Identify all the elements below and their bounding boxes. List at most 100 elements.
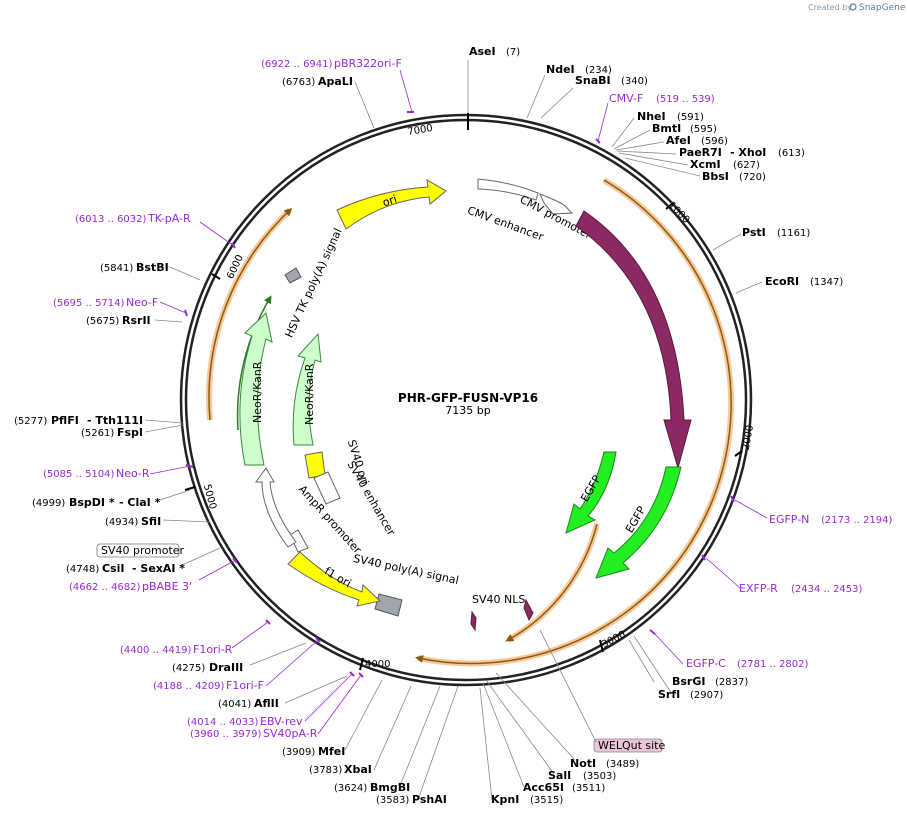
primer-sv40pa-r-pos: (3960 .. 3979) [190, 729, 262, 740]
feature-sv40-polya-label: SV40 poly(A) signal [352, 552, 460, 587]
site-clai[interactable]: - ClaI * [119, 496, 161, 509]
site-bmti[interactable]: BmtI [652, 122, 681, 135]
plasmid-length: 7135 bp [445, 404, 490, 417]
primer-neo-r[interactable]: Neo-R [116, 467, 150, 480]
primer-f1ori-f[interactable]: F1ori-F [226, 679, 264, 692]
site-nhei[interactable]: NheI [637, 110, 666, 123]
primer-pbabe-3[interactable]: pBABE 3' [142, 580, 192, 593]
primer-exfp-r[interactable]: EXFP-R [739, 582, 778, 595]
site-mfei[interactable]: MfeI [318, 745, 345, 758]
site-srfi-pos: (2907) [690, 690, 723, 701]
site-sali-pos: (3503) [583, 771, 616, 782]
primer-tk-pa-r-pos: (6013 .. 6032) [75, 214, 147, 225]
feature-hsv-tk-polya [284, 267, 302, 284]
primer-sv40pa-r[interactable]: SV40pA-R [263, 727, 318, 740]
feature-ampr-arrow [255, 467, 297, 548]
site-bmgbi[interactable]: BmgBI [370, 781, 410, 794]
site-aflii-pos: (4041) [218, 699, 251, 710]
site-sali[interactable]: SalI [548, 769, 571, 782]
site-leaders [144, 60, 763, 801]
primer-f1ori-r[interactable]: F1ori-R [193, 643, 233, 656]
primer-neo-f[interactable]: Neo-F [126, 296, 158, 309]
feature-sv40-polya [374, 593, 403, 617]
site-fspi-pos: (5261) [81, 428, 114, 439]
feature-egfp-inner [565, 451, 617, 534]
feature-sv40-enhancer [313, 471, 341, 505]
site-psti[interactable]: PstI [742, 226, 766, 239]
site-asei[interactable]: AseI [469, 45, 496, 58]
primer-egfp-n[interactable]: EGFP-N [769, 513, 809, 526]
site-ndei-pos: (234) [585, 65, 612, 76]
site-rsrii[interactable]: RsrII [122, 314, 151, 327]
site-xhoi[interactable]: - XhoI [730, 146, 766, 159]
site-noti-pos: (3489) [606, 759, 639, 770]
primer-egfp-c[interactable]: EGFP-C [686, 657, 726, 670]
site-pflfi[interactable]: PflFI [51, 414, 79, 427]
welqut-site-label: WELQut site [598, 739, 665, 752]
site-fspi[interactable]: FspI [117, 426, 143, 439]
site-acc65i[interactable]: Acc65I [523, 781, 564, 794]
primer-ebv-rev-pos: (4014 .. 4033) [187, 717, 259, 728]
feature-cry2phr [575, 210, 692, 470]
site-afei[interactable]: AfeI [666, 134, 691, 147]
site-bstbi[interactable]: BstBI [136, 261, 169, 274]
site-paer7i[interactable]: PaeR7I [679, 146, 722, 159]
site-pshai[interactable]: PshAI [412, 793, 447, 806]
snapgene-credit: Created by SnapGene [808, 3, 906, 13]
feature-sv40-nls-1 [470, 610, 477, 632]
primer-pbr322ori-f[interactable]: pBR322ori-F [334, 57, 402, 70]
welqut-leader [539, 629, 597, 743]
backbone-outer-strand [179, 113, 753, 687]
feature-ampr-promoter-box [289, 529, 309, 553]
orf-left-arrow [208, 207, 293, 421]
orf-small-arrow [505, 523, 598, 642]
site-draiii[interactable]: DraIII [209, 661, 243, 674]
orf-main-arrow [415, 179, 732, 665]
tick-4000: 4000 [365, 659, 390, 670]
feature-f1-ori [287, 551, 382, 607]
feature-ori [336, 179, 447, 230]
site-sfii[interactable]: SfiI [141, 515, 161, 528]
snapgene-brand: SnapGene [859, 3, 906, 13]
welqut-site-label-box[interactable]: WELQut site [593, 738, 665, 753]
feature-neokanr-inner-label: NeoR/KanR [303, 363, 316, 425]
primer-cmv-f[interactable]: CMV-F [609, 92, 643, 105]
site-xhoi-pos: (613) [778, 148, 805, 159]
feature-sv40-nls-2 [523, 598, 534, 622]
site-ecori[interactable]: EcoRI [765, 275, 799, 288]
primer-ebv-rev[interactable]: EBV-rev [260, 715, 303, 728]
site-bbsi[interactable]: BbsI [702, 170, 729, 183]
primer-tk-pa-r[interactable]: TK-pA-R [147, 212, 191, 225]
site-snabi-pos: (340) [621, 76, 648, 87]
site-xbai[interactable]: XbaI [344, 763, 372, 776]
site-ndei[interactable]: NdeI [546, 63, 575, 76]
site-bspdi[interactable]: BspDI * [69, 496, 115, 509]
primer-egfp-c-pos: (2781 .. 2802) [737, 659, 809, 670]
primer-leaders [149, 69, 768, 735]
site-tth111i[interactable]: - Tth111I [87, 414, 143, 427]
site-kpni[interactable]: KpnI [491, 793, 519, 806]
orf-small-highlight [506, 523, 600, 643]
site-bsrgi[interactable]: BsrGI [672, 675, 705, 688]
site-snabi[interactable]: SnaBI [575, 74, 611, 87]
primers: pBR322ori-F (6922 .. 6941) CMV-F (519 ..… [43, 57, 893, 740]
sv40-promoter-label-box[interactable]: SV40 promoter [96, 543, 185, 558]
feature-neokanr-inner [292, 332, 322, 446]
primer-f1ori-r-pos: (4400 .. 4419) [120, 645, 192, 656]
site-afei-pos: (596) [701, 136, 728, 147]
site-xcmi[interactable]: XcmI [690, 158, 721, 171]
site-csii[interactable]: CsiI [102, 562, 124, 575]
site-ecori-pos: (1347) [810, 277, 843, 288]
feature-cry2phr-label: CRY2PHR [679, 298, 705, 351]
feature-cmv-promoter [539, 193, 574, 215]
site-acc65i-pos: (3511) [572, 783, 605, 794]
site-sexai[interactable]: - SexAI * [132, 562, 185, 575]
site-kpni-pos: (3515) [530, 795, 563, 806]
sv40-promoter-label: SV40 promoter [101, 544, 185, 557]
site-noti[interactable]: NotI [570, 757, 596, 770]
site-aflii[interactable]: AflII [254, 697, 279, 710]
primer-f1ori-f-pos: (4188 .. 4209) [153, 681, 225, 692]
site-apali[interactable]: ApaLI [318, 75, 353, 88]
site-srfi[interactable]: SrfI [658, 688, 680, 701]
